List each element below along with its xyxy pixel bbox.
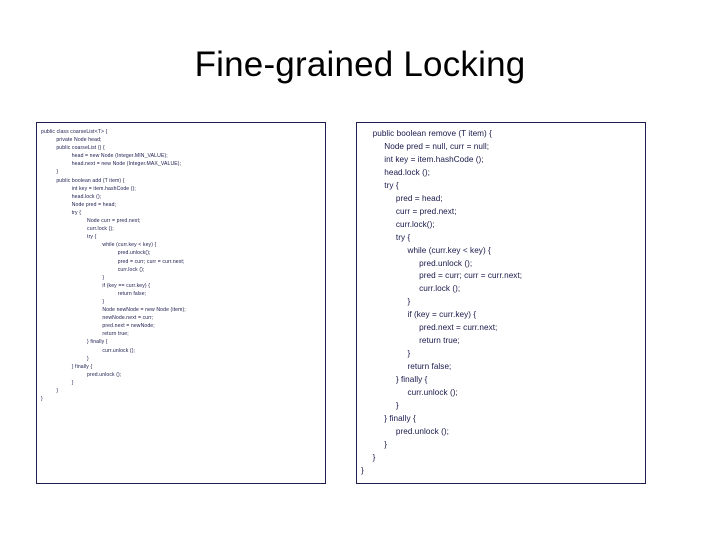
code-line: public boolean add (T item) {: [41, 177, 125, 184]
code-line: }: [41, 379, 74, 386]
code-line: pred.next = newNode;: [41, 323, 155, 330]
code-line: try {: [361, 180, 399, 190]
code-line: return false;: [41, 290, 147, 297]
code-line: } finally {: [361, 413, 416, 423]
code-line: pred.unlock ();: [361, 426, 449, 436]
code-line: } finally {: [361, 375, 428, 385]
code-line: }: [361, 465, 364, 475]
right-code-lines: public boolean remove (T item) { Node pr…: [357, 123, 645, 478]
code-line: head.lock ();: [361, 167, 430, 177]
code-line: }: [361, 401, 399, 411]
code-line: try {: [41, 209, 82, 216]
code-line: pred = curr; curr = curr.next;: [41, 258, 185, 265]
code-line: head = new Node (Integer.MIN_VALUE);: [41, 153, 168, 160]
code-line: return true;: [41, 331, 129, 338]
page-title: Fine-grained Locking: [194, 45, 526, 84]
code-line: try {: [361, 232, 411, 242]
code-line: pred.unlock();: [41, 250, 151, 257]
code-line: }: [41, 388, 59, 394]
code-line: Node pred = null, curr = null;: [361, 141, 490, 151]
code-line: }: [361, 439, 388, 449]
code-line: curr = pred.next;: [361, 206, 457, 216]
code-line: try {: [41, 234, 97, 241]
code-line: public coarseList () {: [41, 145, 105, 152]
code-line: if (key = curr.key) {: [361, 310, 477, 320]
left-code-lines: public class coarseList<T> { private Nod…: [37, 123, 325, 403]
code-line: pred = head;: [361, 193, 443, 203]
code-line: pred.unlock ();: [41, 371, 122, 378]
code-line: int key = item.hashCode ();: [41, 185, 136, 192]
code-line: head.lock ();: [41, 193, 102, 200]
code-line: private Node head;: [41, 137, 102, 144]
code-line: curr.lock();: [361, 219, 435, 229]
code-line: }: [41, 274, 105, 281]
code-line: }: [41, 169, 59, 176]
code-line: public class coarseList<T> {: [41, 129, 108, 135]
code-line: }: [361, 452, 376, 462]
code-line: }: [41, 298, 105, 305]
code-line: pred.next = curr.next;: [361, 323, 498, 333]
code-line: Node pred = head;: [41, 201, 117, 208]
code-line: return false;: [361, 362, 452, 372]
code-line: }: [41, 355, 89, 362]
code-line: }: [361, 297, 411, 307]
code-line: Node newNode = new Node (item);: [41, 307, 186, 314]
code-line: pred = curr; curr = curr.next;: [361, 271, 523, 281]
left-code-box: public class coarseList<T> { private Nod…: [36, 122, 326, 484]
code-line: if (key == curr.key) {: [41, 282, 151, 289]
code-line: while (curr.key < key) {: [361, 245, 491, 255]
right-code-box: public boolean remove (T item) { Node pr…: [356, 122, 646, 484]
code-line: pred.unlock ();: [361, 258, 473, 268]
code-line: return true;: [361, 336, 460, 346]
code-line: curr.lock ();: [41, 226, 114, 233]
code-line: }: [361, 349, 411, 359]
code-line: int key = item.hashCode ();: [361, 154, 484, 164]
code-line: } finally {: [41, 339, 108, 346]
code-line: curr.unlock ();: [41, 347, 136, 354]
code-line: Node curr = pred.next;: [41, 218, 141, 225]
code-line: while (curr.key < key) {: [41, 242, 157, 249]
code-line: head.next = new Node (Integer.MAX_VALUE)…: [41, 161, 182, 168]
code-line: curr.lock ();: [361, 284, 461, 294]
code-line: curr.lock ();: [41, 266, 145, 273]
code-line: } finally {: [41, 363, 93, 370]
code-line: curr.unlock ();: [361, 388, 458, 398]
code-line: newNode.next = curr;: [41, 315, 154, 322]
code-line: }: [41, 396, 43, 403]
code-line: public boolean remove (T item) {: [361, 129, 492, 138]
